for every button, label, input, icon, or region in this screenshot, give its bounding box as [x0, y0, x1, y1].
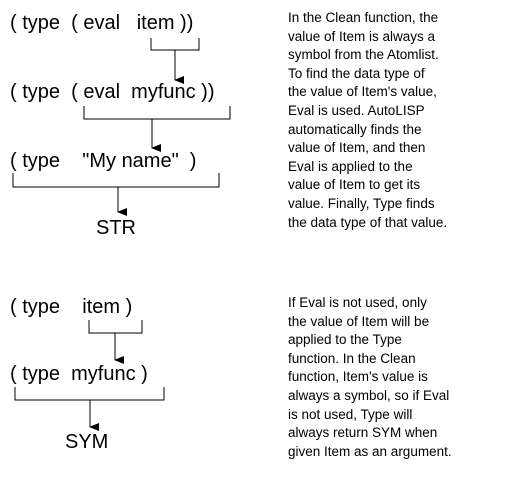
note-line: symbol from the Atomlist. — [288, 47, 439, 63]
expression-type-item: ( type item ) — [10, 296, 133, 318]
expression-type-eval-item: ( type ( eval item )) — [10, 12, 194, 34]
note-line: In the Clean function, the — [288, 10, 439, 25]
bracket-type-string — [12, 173, 220, 188]
note-eval-explanation: In the Clean function, the value of Item… — [288, 9, 447, 232]
note-line: the value of Item's value, — [288, 84, 437, 100]
note-line: value. Finally, Type finds — [288, 195, 435, 211]
bracket-eval-myfunc — [83, 106, 231, 120]
note-line: function, Item's value is — [288, 369, 428, 385]
note-line: Eval is applied to the — [288, 158, 413, 174]
result-sym: SYM — [65, 431, 109, 453]
note-line: function. In the Clean — [288, 350, 416, 366]
note-line: value of Item is always a — [288, 28, 436, 44]
note-no-eval-explanation: If Eval is not used, only the value of I… — [288, 294, 452, 461]
bracket-item-2 — [88, 320, 143, 334]
note-line: the value of Item will be — [288, 313, 430, 329]
note-line: always a symbol, so if Eval — [288, 387, 450, 403]
expression-type-eval-myfunc: ( type ( eval myfunc )) — [10, 81, 215, 103]
note-line: given Item as an argument. — [288, 443, 452, 459]
note-line: applied to the Type — [288, 332, 402, 348]
note-line: value of Item, and then — [288, 140, 426, 156]
note-line: To find the data type of — [288, 65, 425, 81]
note-line: Eval is used. AutoLISP — [288, 102, 425, 118]
bracket-type-myfunc — [14, 387, 165, 401]
note-line: the data type of that value. — [288, 214, 448, 230]
note-line: If Eval is not used, only — [288, 295, 427, 310]
note-line: always return SYM when — [288, 425, 438, 441]
expression-type-my-name: ( type "My name" ) — [10, 150, 197, 172]
result-str: STR — [96, 217, 136, 239]
bracket-item — [150, 38, 200, 51]
note-line: value of Item to get its — [288, 177, 421, 193]
note-line: automatically finds the — [288, 121, 422, 137]
note-line: is not used, Type will — [288, 406, 413, 422]
expression-type-myfunc: ( type myfunc ) — [10, 363, 148, 385]
